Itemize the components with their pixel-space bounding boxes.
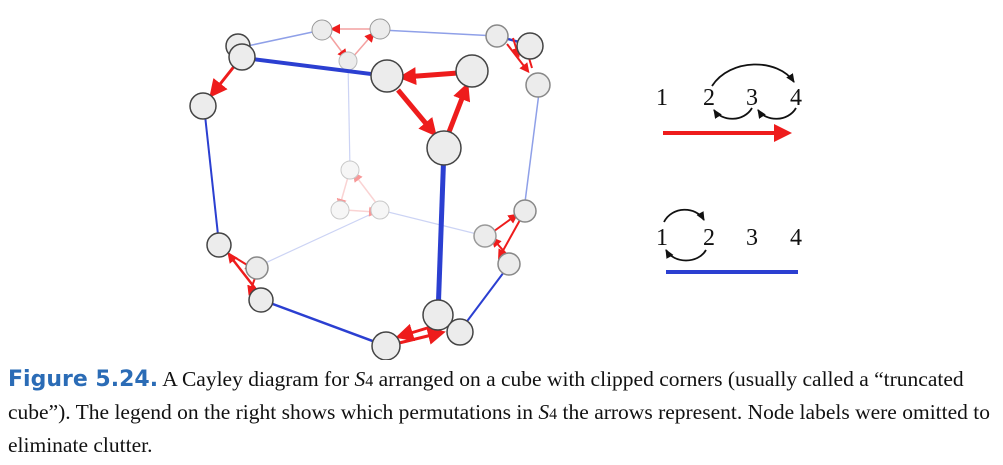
- legend-blue-4: 4: [790, 225, 802, 251]
- blue-edge: [261, 298, 387, 348]
- back-node: [370, 200, 390, 220]
- red-arrow: [351, 31, 375, 59]
- figure-caption: Figure 5.24. A Cayley diagram for S4 arr…: [8, 364, 998, 460]
- legend-red-2: 2: [703, 85, 715, 111]
- node: [446, 318, 474, 346]
- arc-1-to-2: [663, 208, 705, 223]
- node: [513, 199, 537, 223]
- math-s4-subscript-2: 4: [549, 406, 558, 423]
- legend-blue-3: 3: [746, 225, 758, 251]
- node: [473, 224, 497, 248]
- node: [525, 72, 551, 98]
- node: [228, 43, 256, 71]
- back-edge: [352, 171, 381, 209]
- blue-edge: [203, 105, 220, 245]
- arc-2-to-4: [711, 63, 795, 87]
- legend-red-4: 4: [790, 85, 802, 111]
- red-arrow: [329, 35, 348, 60]
- node: [189, 92, 217, 120]
- node: [338, 51, 358, 71]
- arc-3-to-2: [713, 107, 753, 120]
- red-arrow-thick: [398, 67, 459, 86]
- caption-text-2: arranged on a cube with clipped corners …: [8, 367, 964, 424]
- back-faces: [249, 61, 486, 271]
- legend-red-1: 1: [656, 85, 668, 111]
- legend-red-3: 3: [746, 85, 758, 111]
- top-back: [237, 18, 498, 71]
- blue-edge: [237, 29, 323, 49]
- math-s4-symbol-2: S: [538, 400, 550, 424]
- back-edge: [336, 169, 351, 209]
- node: [371, 331, 401, 360]
- caption-text-1: A Cayley diagram for: [158, 367, 355, 391]
- node: [206, 232, 232, 258]
- node: [516, 32, 544, 60]
- legend-blue: 1 2 3 4: [656, 208, 802, 274]
- node: [245, 256, 269, 280]
- blue-edge-thick: [435, 147, 447, 316]
- back-node: [330, 200, 350, 220]
- red-arrow-thick: [446, 82, 471, 133]
- legend-blue-1: 1: [656, 225, 668, 251]
- nodes: [189, 24, 551, 360]
- blue-edge-thick: [243, 56, 388, 78]
- red-arrow: [227, 252, 259, 293]
- back-node: [340, 160, 360, 180]
- arc-4-to-3: [757, 107, 797, 120]
- caption-text-3: the arrows represent. Node labels were o…: [8, 400, 991, 457]
- node: [248, 287, 274, 313]
- cayley-diagram: 1 2 3 4 1 2 3 4: [189, 18, 802, 360]
- blue-edge: [379, 29, 498, 37]
- node: [426, 130, 462, 166]
- node: [422, 299, 454, 331]
- node: [485, 24, 509, 48]
- blue-edge: [461, 263, 511, 329]
- arc-2-to-1: [665, 249, 707, 262]
- red-arrow: [209, 63, 238, 98]
- red-arrow: [511, 37, 521, 58]
- legend-red: 1 2 3 4: [656, 63, 802, 142]
- node: [370, 59, 404, 93]
- back-edge: [249, 209, 381, 271]
- figure-label: Figure 5.24.: [8, 367, 159, 392]
- back-edge: [344, 206, 379, 217]
- back-edge: [379, 209, 486, 237]
- math-s4-subscript: 4: [365, 373, 374, 390]
- node: [455, 54, 489, 88]
- node: [497, 252, 521, 276]
- red-arrow-thick: [396, 88, 437, 137]
- blue-edge: [523, 84, 541, 211]
- math-s4-symbol: S: [354, 367, 366, 391]
- red-arrow: [394, 327, 446, 346]
- legend-blue-2: 2: [703, 225, 715, 251]
- node: [311, 19, 333, 41]
- back-edge: [347, 61, 351, 171]
- node: [369, 18, 391, 40]
